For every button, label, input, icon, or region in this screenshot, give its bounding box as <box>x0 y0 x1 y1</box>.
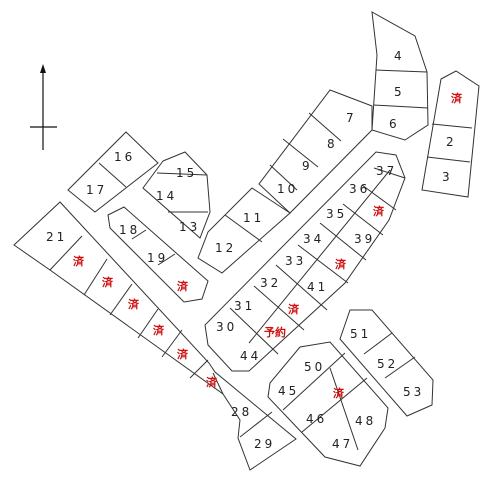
lot-4: 4 <box>394 49 405 63</box>
lot-labels: 済 2 3 4 5 6 7 8 9 10 11 12 13 14 15 16 1… <box>46 49 463 451</box>
lot-21: 21 <box>46 230 67 244</box>
lot-44: 44 <box>240 349 261 363</box>
lot-19: 19 <box>147 251 168 265</box>
lot-10: 10 <box>277 182 298 196</box>
north-arrow-icon <box>30 64 57 150</box>
lot-45: 45 <box>278 384 299 398</box>
block-11-12 <box>197 187 291 274</box>
block-51-53 <box>339 309 434 417</box>
lot-7: 7 <box>346 111 357 125</box>
lot-41: 41 <box>307 280 328 294</box>
lot-43-reserved: 予約 <box>264 325 286 339</box>
lot-47: 47 <box>332 437 353 451</box>
lot-49-sold: 済 <box>333 386 345 400</box>
lot-38-sold: 済 <box>373 204 385 218</box>
lot-22-sold: 済 <box>73 254 85 268</box>
lot-20-sold: 済 <box>177 279 189 293</box>
lot-52: 52 <box>377 357 398 371</box>
lot-17: 17 <box>86 183 107 197</box>
lot-39: 39 <box>354 232 375 246</box>
lot-46: 46 <box>306 412 327 426</box>
lot-24-sold: 済 <box>128 297 140 311</box>
lot-33: 33 <box>285 254 306 268</box>
lot-29: 29 <box>254 437 275 451</box>
lot-27-sold: 済 <box>206 375 218 389</box>
lot-37: 37 <box>376 164 397 178</box>
lot-16: 16 <box>114 150 135 164</box>
lot-2: 2 <box>446 135 457 149</box>
lot-34: 34 <box>303 232 324 246</box>
lot-28: 28 <box>231 405 252 419</box>
lot-8: 8 <box>327 137 338 151</box>
lot-51: 51 <box>350 327 371 341</box>
lot-3: 3 <box>442 170 453 184</box>
lot-1-sold: 済 <box>451 91 463 105</box>
lot-23-sold: 済 <box>102 275 114 289</box>
lot-32: 32 <box>260 276 281 290</box>
lot-13: 13 <box>179 220 200 234</box>
lot-9: 9 <box>302 159 313 173</box>
block-northeast <box>371 11 429 141</box>
block-strip-21-29 <box>13 201 297 471</box>
block-central <box>204 151 406 372</box>
block-13-15 <box>142 151 211 239</box>
lot-35: 35 <box>326 207 347 221</box>
lot-18: 18 <box>119 223 140 237</box>
lot-31: 31 <box>234 299 255 313</box>
lot-12: 12 <box>215 241 236 255</box>
lot-6: 6 <box>389 117 400 131</box>
block-16-17 <box>67 131 159 213</box>
lot-30: 30 <box>216 320 237 334</box>
block-45-50 <box>267 341 389 467</box>
lot-14: 14 <box>156 189 177 203</box>
lot-11: 11 <box>243 211 264 225</box>
lot-15: 15 <box>176 166 197 180</box>
lot-50: 50 <box>304 360 325 374</box>
lot-53: 53 <box>403 385 424 399</box>
lot-26-sold: 済 <box>177 347 189 361</box>
lot-42-sold: 済 <box>288 302 300 316</box>
lot-36: 36 <box>349 182 370 196</box>
block-strip-7-10 <box>258 89 373 214</box>
lot-40-sold: 済 <box>335 257 347 271</box>
lot-25-sold: 済 <box>153 323 165 337</box>
lot-5: 5 <box>394 85 405 99</box>
lot-48: 48 <box>355 414 376 428</box>
block-18-20 <box>107 206 209 303</box>
block-east <box>421 70 480 198</box>
